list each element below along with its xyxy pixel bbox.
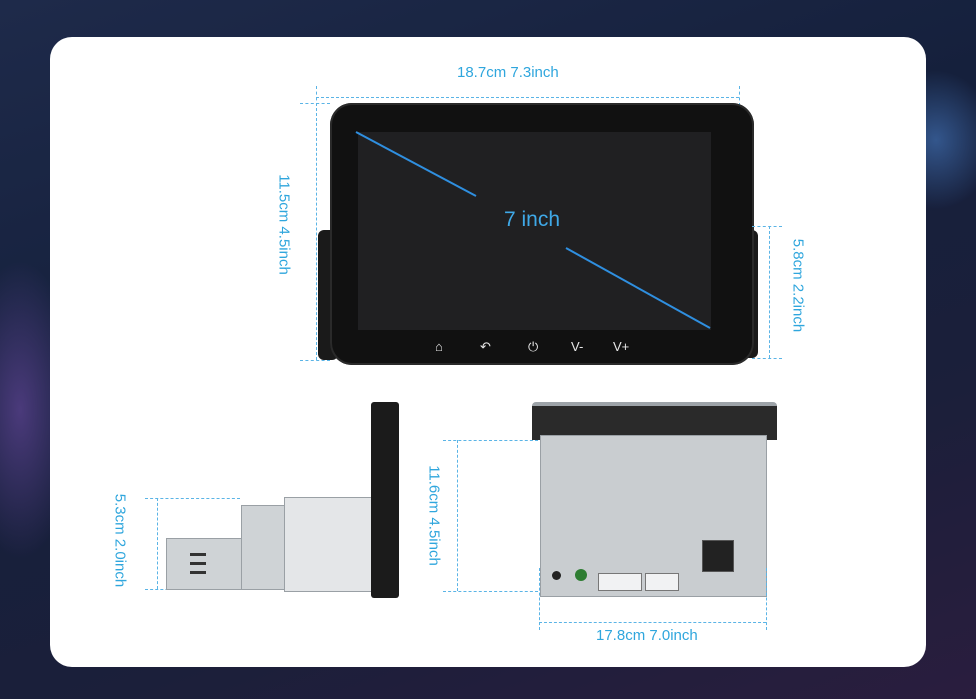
front-width-tick-right (739, 86, 740, 106)
side-depth-line (157, 498, 158, 589)
back-width-line (539, 622, 766, 623)
bracket-height-tick-top (752, 226, 782, 227)
back-height-label: 11.6cm 4.5inch (425, 465, 443, 566)
mic-jack (552, 571, 561, 580)
side-depth-tick-top (145, 498, 240, 499)
volume-up-label: V+ (613, 339, 630, 354)
front-height-tick-bottom (300, 360, 330, 361)
side-depth-label: 5.3cm 2.0inch (111, 493, 129, 588)
front-height-line (316, 103, 317, 360)
bracket-height-line (769, 226, 770, 358)
side-chassis-front (284, 497, 374, 592)
harness-socket (702, 540, 734, 572)
back-screen-top (532, 402, 777, 440)
wiring-connector (598, 573, 642, 591)
side-vent (190, 553, 206, 556)
side-chassis-mid (241, 505, 289, 590)
front-width-line (316, 97, 739, 98)
back-height-line (457, 440, 458, 591)
power-icon: ⏻ (528, 339, 539, 354)
antenna-jack (575, 569, 587, 581)
back-width-tick-right (766, 568, 767, 630)
back-height-tick-top (443, 440, 538, 441)
front-width-label: 18.7cm 7.3inch (457, 64, 559, 81)
screen-size-label: 7 inch (504, 208, 561, 231)
front-width-tick-left (316, 86, 317, 106)
side-vent (190, 571, 206, 574)
back-width-label: 17.8cm 7.0inch (596, 627, 698, 644)
back-icon: ↶ (480, 339, 491, 354)
back-height-tick-bottom (443, 591, 538, 592)
home-icon: ⌂ (435, 339, 443, 354)
bracket-height-label: 5.8cm 2.2inch (789, 238, 807, 333)
side-screen-panel (371, 402, 399, 598)
back-width-tick-left (539, 568, 540, 630)
volume-down-label: V- (571, 339, 584, 354)
side-vent (190, 562, 206, 565)
bracket-height-tick-bottom (752, 358, 782, 359)
front-height-tick-top (300, 103, 330, 104)
wiring-connector (645, 573, 679, 591)
